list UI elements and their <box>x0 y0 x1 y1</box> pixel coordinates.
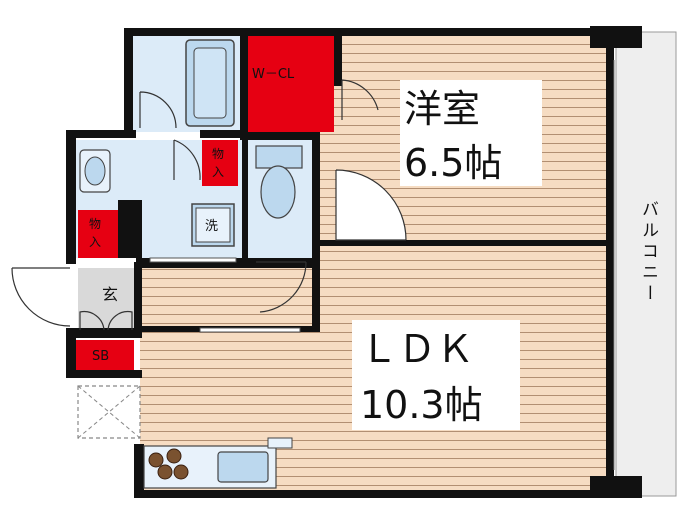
ldk-name: ＬＤＫ <box>360 327 474 371</box>
storage-left-label-1: 物 <box>89 217 101 231</box>
kitchen-sink <box>217 451 269 483</box>
wcl-closet <box>248 36 334 132</box>
balcony-label: バルコニー <box>638 200 658 305</box>
entrance-floor <box>78 268 140 330</box>
storage-left-label-2: 入 <box>89 235 101 249</box>
storage-top-label-1: 物 <box>212 147 224 161</box>
storage-top-label-2: 入 <box>212 165 224 179</box>
stove-burners <box>148 448 189 480</box>
washer-label: 洗 <box>205 219 218 234</box>
balcony-floor <box>615 31 677 497</box>
hallway-floor <box>140 268 318 330</box>
wcl-label: W－CL <box>252 67 295 82</box>
shoe-box-label: SB <box>92 349 109 364</box>
toilet-bowl <box>260 165 296 219</box>
storage-top <box>202 140 238 186</box>
ceiling-storage <box>77 385 141 439</box>
western-room-name: 洋室 <box>404 87 480 131</box>
shoe-box <box>76 340 134 370</box>
storage-left <box>78 210 118 258</box>
ldk-size: 10.3帖 <box>360 383 483 427</box>
western-room-size: 6.5帖 <box>404 141 502 185</box>
walls <box>66 26 642 498</box>
entrance-label: 玄 <box>102 285 118 304</box>
toilet-tank <box>255 145 303 169</box>
